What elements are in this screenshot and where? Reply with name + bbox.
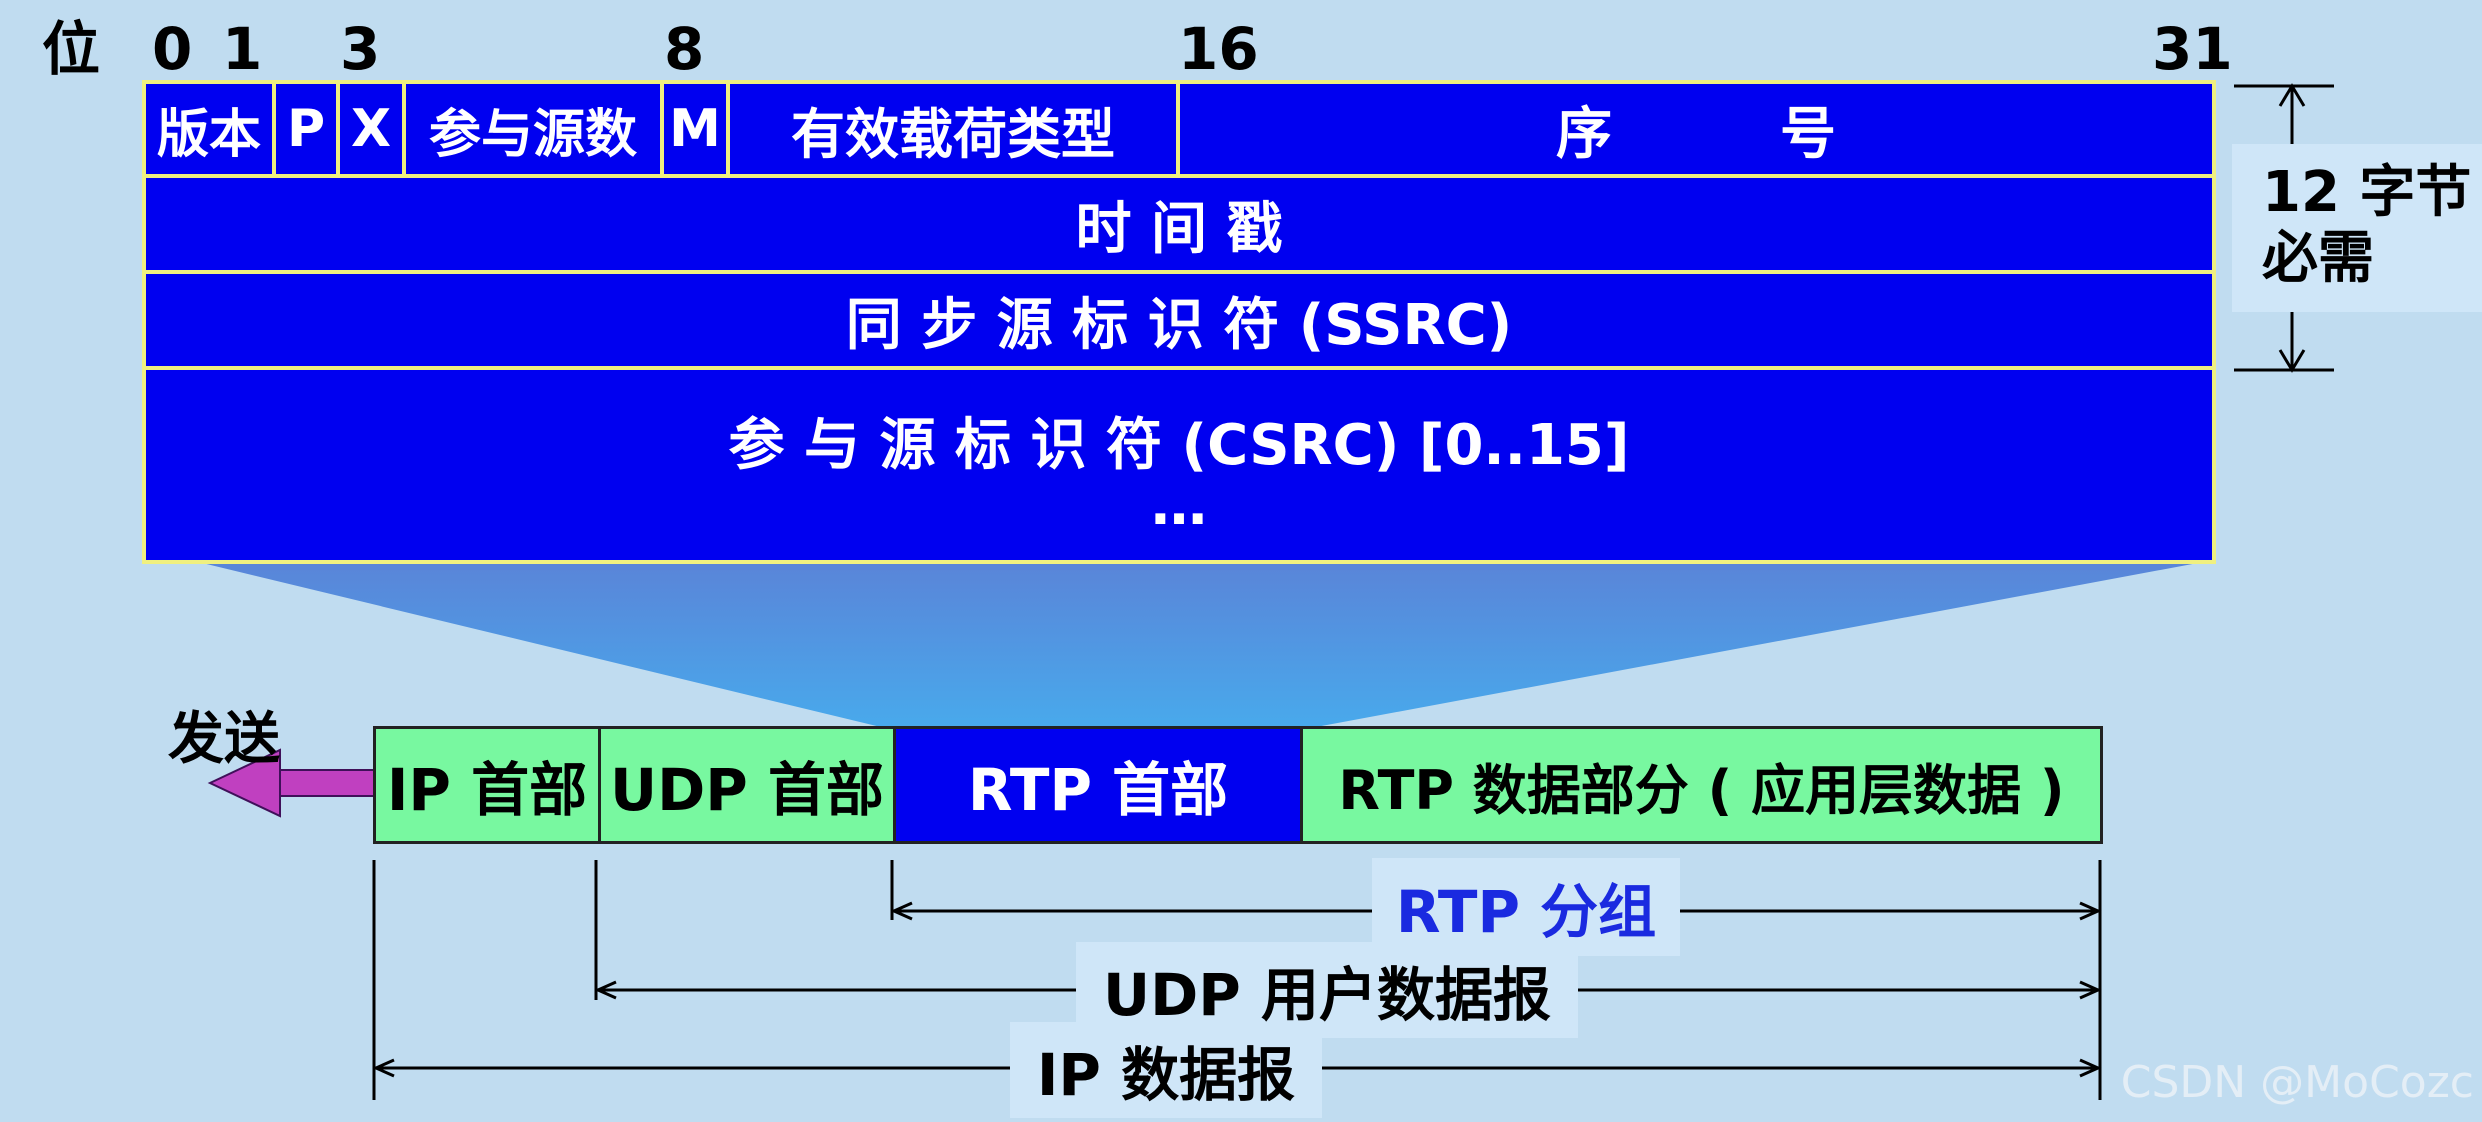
send-arrow-icon xyxy=(207,748,376,818)
send-label: 发送 xyxy=(168,707,280,772)
field-csrc: 参 与 源 标 识 符 (CSRC) [0..15] … xyxy=(142,366,2216,564)
udp-header-cell: UDP 首部 xyxy=(598,726,896,844)
field-timestamp: 时 间 戳 xyxy=(142,174,2216,274)
field-ssrc: 同 步 源 标 识 符 (SSRC) xyxy=(142,270,2216,370)
field-csrc-more: … xyxy=(1151,472,1207,538)
field-csrc-label: 参 与 源 标 识 符 (CSRC) [0..15] xyxy=(728,412,1630,478)
bit-axis-label: 位 xyxy=(42,15,101,83)
field-version: 版本 xyxy=(142,80,276,178)
bit-tick-0: 0 xyxy=(152,15,193,83)
field-payload-type: 有效载荷类型 xyxy=(726,80,1180,178)
bit-tick-3: 3 xyxy=(340,15,381,83)
field-padding: P xyxy=(272,80,340,178)
ip-header-cell: IP 首部 xyxy=(373,726,601,844)
required-bytes-note: 12 字节 必需 xyxy=(2232,144,2482,312)
required-bytes-line1: 12 字节 xyxy=(2262,160,2472,225)
rtp-header-cell: RTP 首部 xyxy=(893,726,1303,844)
watermark: CSDN @MoCozc xyxy=(2120,1057,2474,1108)
rtp-header-projection xyxy=(190,560,2214,730)
rtp-packet-span-label: RTP 分组 xyxy=(1372,858,1680,956)
field-marker: M xyxy=(660,80,730,178)
field-extension: X xyxy=(336,80,406,178)
ip-datagram-span-label: IP 数据报 xyxy=(1010,1022,1322,1118)
rtp-data-cell: RTP 数据部分 ( 应用层数据 ) xyxy=(1300,726,2103,844)
bit-tick-31: 31 xyxy=(2152,15,2233,83)
bit-tick-16: 16 xyxy=(1178,15,1259,83)
field-csrc-count: 参与源数 xyxy=(402,80,664,178)
bit-tick-1: 1 xyxy=(222,15,263,83)
required-bytes-line2: 必需 xyxy=(2262,226,2374,291)
bit-tick-8: 8 xyxy=(664,15,705,83)
field-sequence-number: 序 号 xyxy=(1176,80,2216,178)
